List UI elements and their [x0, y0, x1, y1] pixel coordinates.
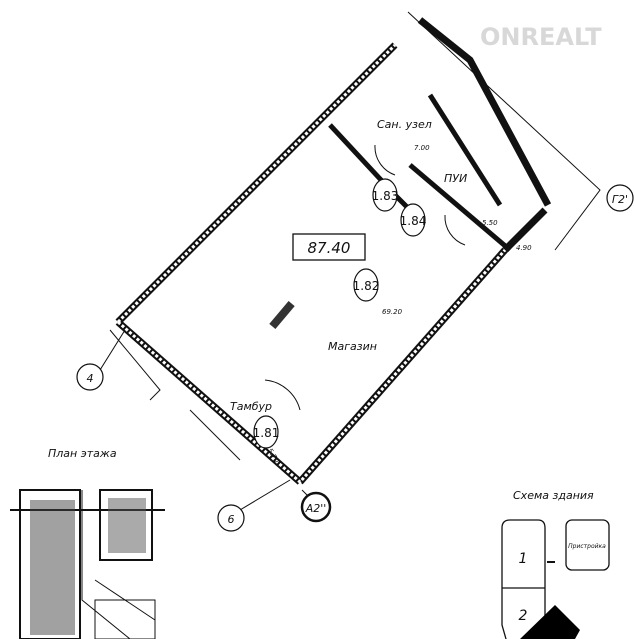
svg-text:6: 6 — [228, 513, 235, 526]
svg-text:1.82: 1.82 — [353, 279, 380, 293]
svg-text:4: 4 — [87, 372, 94, 385]
room-marker-1-82: 1.82 — [353, 268, 380, 302]
room-marker-1-81: 1.81 — [253, 415, 280, 449]
axis-marker-4: 4 — [76, 363, 104, 391]
building-scheme-title: Схема здания — [513, 489, 594, 502]
floor-plan-thumbnail — [10, 489, 165, 639]
room-area-1-83: 7.00 — [414, 144, 430, 152]
axis-marker-6: 6 — [217, 504, 245, 532]
room-marker-1-84: 1.84 — [400, 203, 427, 237]
axis-marker-g2: Г2' — [606, 184, 634, 212]
section-1: 1 — [519, 551, 528, 567]
room-area-1-84: 5.50 — [482, 219, 498, 227]
svg-text:А2'': А2'' — [305, 502, 327, 515]
building-scheme: 1 2 Пристройка — [501, 519, 610, 639]
room-name-1-81: Тамбур — [230, 400, 272, 413]
total-area-box — [292, 233, 366, 261]
room-name-1-83: Сан. узел — [377, 118, 432, 131]
walls — [109, 11, 601, 485]
svg-text:1.81: 1.81 — [253, 426, 280, 440]
room-name-1-84: ПУИ — [444, 172, 467, 185]
room-name-1-82: Магазин — [328, 340, 377, 353]
svg-text:1.84: 1.84 — [400, 214, 427, 228]
total-area: 87.40 — [308, 239, 351, 257]
room-marker-1-83: 1.83 — [372, 178, 399, 212]
svg-text:1.83: 1.83 — [372, 189, 399, 203]
svg-text:Г2': Г2' — [612, 193, 628, 206]
watermark: ONREALT — [480, 23, 602, 51]
floor-plan-title: План этажа — [48, 447, 117, 460]
section-2: 2 — [519, 608, 528, 624]
dimension-label: 4.90 — [516, 244, 532, 252]
annex-label: Пристройка — [568, 543, 606, 550]
room-area-1-82: 69.20 — [382, 308, 403, 316]
axis-marker-a2: А2'' — [300, 491, 332, 523]
